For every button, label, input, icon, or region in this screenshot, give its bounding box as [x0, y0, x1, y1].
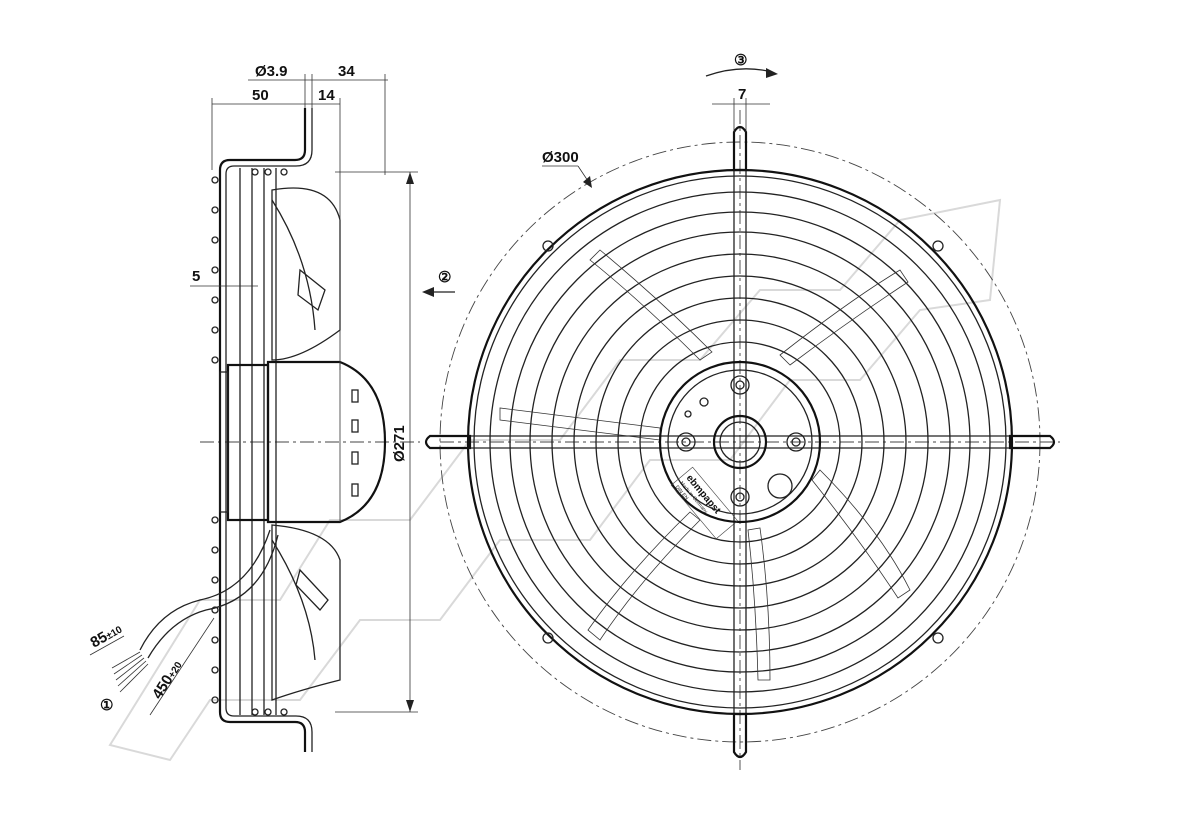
- dim-7: 7: [738, 86, 746, 103]
- watermark: [108, 198, 1002, 762]
- dim-5: 5: [192, 268, 200, 285]
- dim-cable-85: 85±10: [88, 620, 126, 652]
- side-view: Ø3.9 34 50 14 5 Ø271 85±10 450+20 ① ②: [88, 63, 455, 752]
- dim-50: 50: [252, 87, 269, 104]
- front-view: ebmpapst Made in Germany DIN EN 7 ③ Ø300: [424, 52, 1060, 770]
- guard-ring-dots: [211, 168, 288, 716]
- rating-label: ebmpapst Made in Germany DIN EN: [670, 466, 739, 540]
- dim-300: Ø300: [542, 149, 579, 166]
- dim-cable-450: 450+20: [149, 657, 186, 702]
- dim-34: 34: [338, 63, 355, 80]
- callout-2: ②: [438, 269, 451, 286]
- rotation-arrow-icon: [766, 68, 778, 78]
- dim-271: Ø271: [391, 425, 408, 462]
- callout-1: ①: [100, 697, 113, 714]
- callout-3: ③: [734, 52, 747, 69]
- dim-14: 14: [318, 87, 335, 104]
- cable-wires: [111, 651, 149, 693]
- impeller-blades: [499, 249, 911, 681]
- dim-hole-diameter: Ø3.9: [255, 63, 288, 80]
- airflow-arrow-icon: [422, 287, 434, 297]
